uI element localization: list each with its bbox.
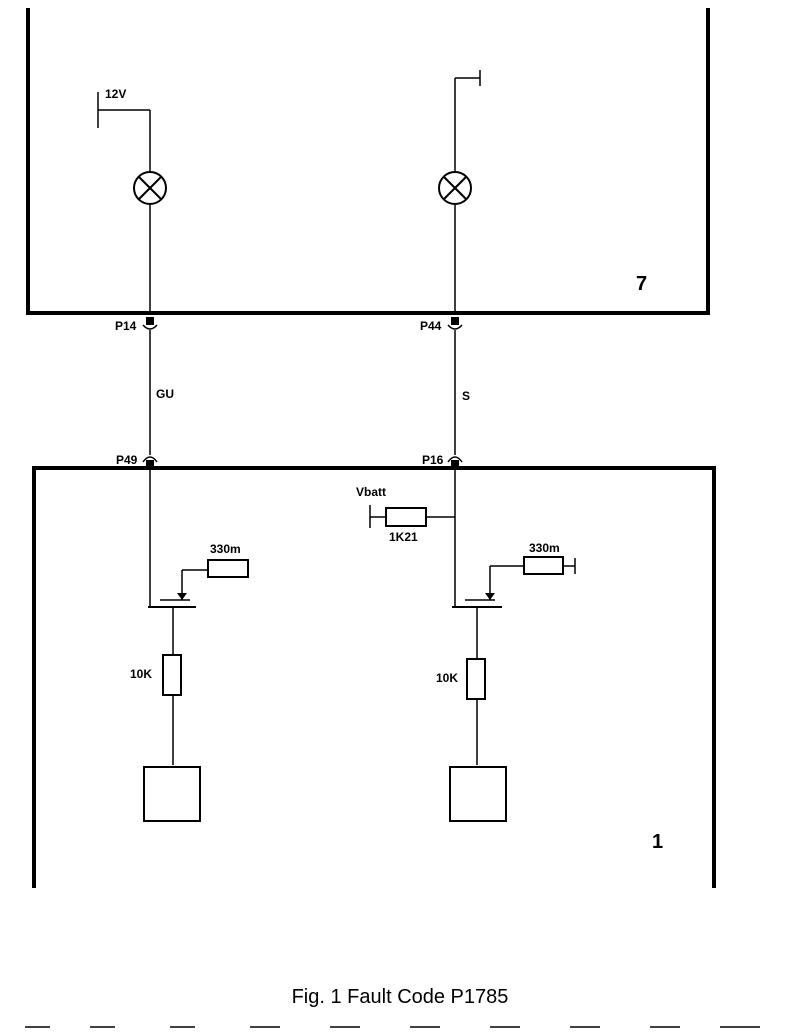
supply-12v-label: 12V <box>105 87 126 101</box>
connector-p16 <box>447 456 463 468</box>
connector-p44 <box>447 317 463 330</box>
gate-resistor-right <box>466 658 486 700</box>
lamp-circuit-right <box>454 70 481 313</box>
sense-resistor-right-label: 330m <box>529 541 560 555</box>
controller-block-right <box>449 766 507 822</box>
connector-p14 <box>142 317 158 330</box>
sense-resistor-left-label: 330m <box>210 542 241 556</box>
lamp-circuit-left <box>97 92 151 313</box>
gate-resistor-left-label: 10K <box>130 667 152 681</box>
module-7-number: 7 <box>636 273 647 295</box>
sense-resistor-right <box>523 556 564 575</box>
footer-dashes <box>25 1026 760 1028</box>
sense-resistor-left <box>207 559 249 578</box>
module-7-outline <box>26 8 710 315</box>
lamp-left-icon <box>133 171 167 205</box>
vbatt-label: Vbatt <box>356 485 386 499</box>
pullup-resistor <box>385 507 427 527</box>
pin-p16-label: P16 <box>422 453 444 467</box>
lamp-right-icon <box>438 171 472 205</box>
driver-stage-left <box>148 470 208 765</box>
gate-resistor-right-label: 10K <box>436 671 458 685</box>
vbatt-pullup <box>369 505 455 528</box>
circuit-schematic: 7 12V P14 P44 GU S P49 <box>26 8 716 888</box>
wire-gu-label: GU <box>156 387 174 401</box>
wire-s-label: S <box>462 389 470 403</box>
gate-resistor-left <box>162 654 182 696</box>
pin-p44-label: P44 <box>420 319 442 333</box>
module-1-number: 1 <box>652 831 663 853</box>
pin-p49-label: P49 <box>116 453 138 467</box>
driver-stage-right <box>452 470 576 765</box>
pin-p14-label: P14 <box>115 319 137 333</box>
figure-caption: Fig. 1 Fault Code P1785 <box>291 986 509 1008</box>
module-1-outline <box>32 466 716 888</box>
pullup-resistor-label: 1K21 <box>389 530 418 544</box>
controller-block-left <box>143 766 201 822</box>
connector-p49 <box>142 456 158 468</box>
